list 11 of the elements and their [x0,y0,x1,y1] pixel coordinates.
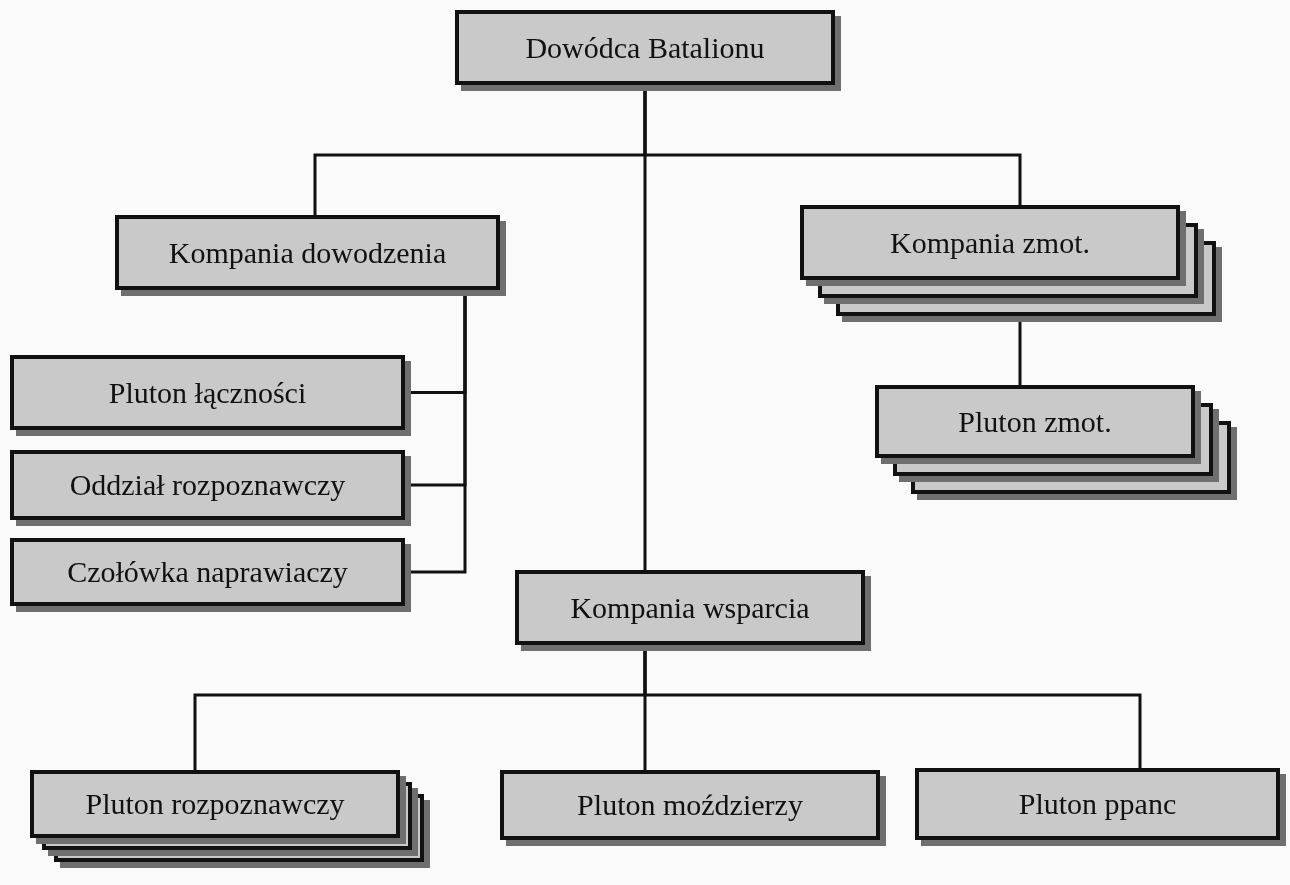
box-label: Oddział rozpoznawczy [69,468,346,502]
box-label: Czołówka naprawiaczy [67,555,348,589]
box-label: Pluton łączności [108,375,307,410]
box-label: Kompania dowodzenia [168,235,447,270]
box-label: Kompania zmot. [890,225,1090,260]
box-label: Dowódca Batalionu [525,30,765,65]
box-label: Kompania wsparcia [570,590,810,625]
box-label: Pluton zmot. [958,404,1112,439]
box-label: Pluton moździerzy [577,788,803,822]
box-label: Pluton rozpoznawczy [85,787,345,821]
box-label: Pluton ppanc [1018,787,1177,821]
